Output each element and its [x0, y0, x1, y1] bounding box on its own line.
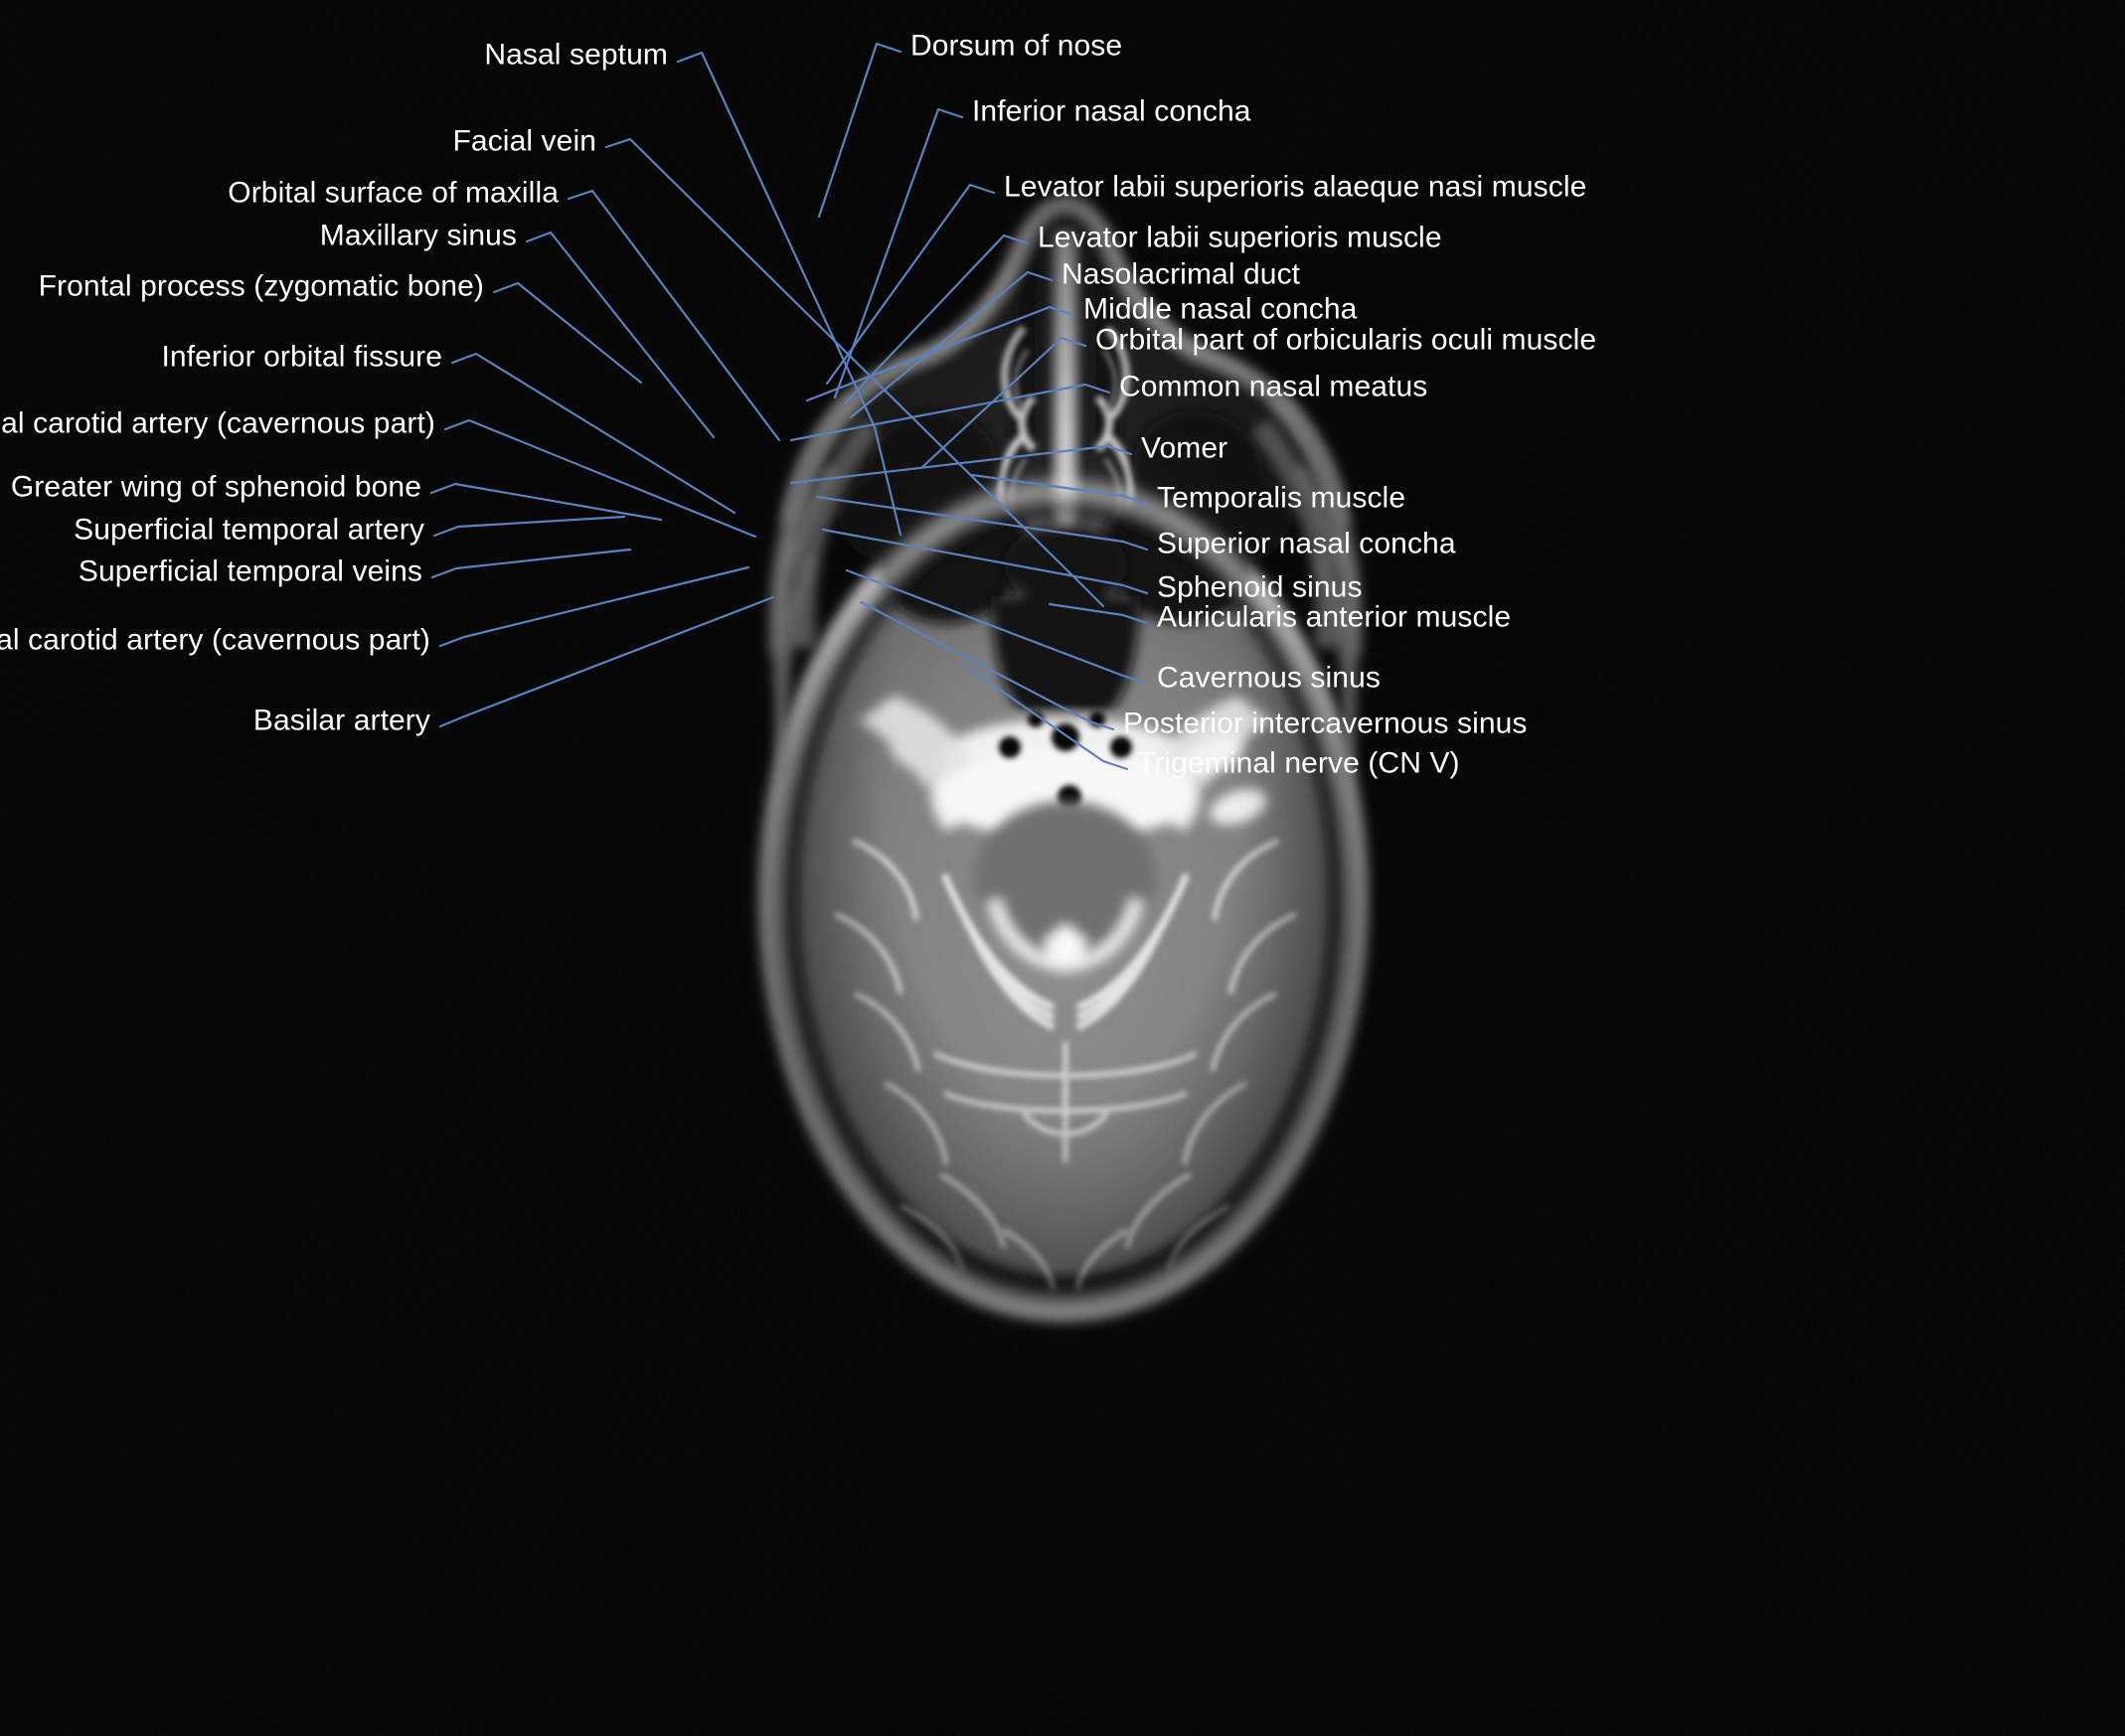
label-superficial-temporal-artery: Superficial temporal artery — [74, 513, 424, 547]
label-ica-cavernous-upper: Internal carotid artery (cavernous part) — [0, 406, 435, 440]
label-posterior-intercavernous: Posterior intercavernous sinus — [1123, 707, 1528, 740]
label-facial-vein: Facial vein — [452, 124, 596, 158]
label-auricularis-anterior: Auricularis anterior muscle — [1157, 600, 1512, 634]
label-greater-wing-sphenoid: Greater wing of sphenoid bone — [10, 470, 421, 504]
label-common-nasal-meatus: Common nasal meatus — [1119, 370, 1428, 403]
label-orbital-part-orbicularis: Orbital part of orbicularis oculi muscle — [1095, 323, 1597, 357]
label-sphenoid-sinus: Sphenoid sinus — [1157, 570, 1363, 604]
label-temporalis-muscle: Temporalis muscle — [1157, 481, 1406, 515]
label-frontal-process-zygomatic: Frontal process (zygomatic bone) — [38, 269, 484, 303]
label-cavernous-sinus: Cavernous sinus — [1157, 661, 1381, 695]
label-superficial-temporal-veins: Superficial temporal veins — [78, 554, 422, 588]
label-nasolacrimal-duct: Nasolacrimal duct — [1062, 257, 1301, 291]
label-levator-labii-superioris: Levator labii superioris muscle — [1038, 221, 1442, 254]
label-levator-labii-sup-alaeque: Levator labii superioris alaeque nasi mu… — [1004, 170, 1587, 204]
label-inferior-orbital-fissure: Inferior orbital fissure — [161, 340, 442, 374]
label-trigeminal-nerve: Trigeminal nerve (CN V) — [1137, 746, 1460, 780]
label-maxillary-sinus: Maxillary sinus — [319, 219, 517, 252]
label-basilar-artery: Basilar artery — [252, 704, 430, 737]
label-inferior-nasal-concha: Inferior nasal concha — [972, 94, 1251, 128]
label-dorsum-of-nose: Dorsum of nose — [910, 29, 1123, 63]
label-vomer: Vomer — [1141, 431, 1228, 465]
label-nasal-septum: Nasal septum — [484, 38, 668, 72]
label-superior-nasal-concha: Superior nasal concha — [1157, 527, 1456, 560]
label-middle-nasal-concha: Middle nasal concha — [1083, 292, 1358, 326]
label-orbital-surface-maxilla: Orbital surface of maxilla — [228, 176, 559, 210]
label-ica-cavernous-lower: Internal carotid artery (cavernous part) — [0, 623, 430, 657]
